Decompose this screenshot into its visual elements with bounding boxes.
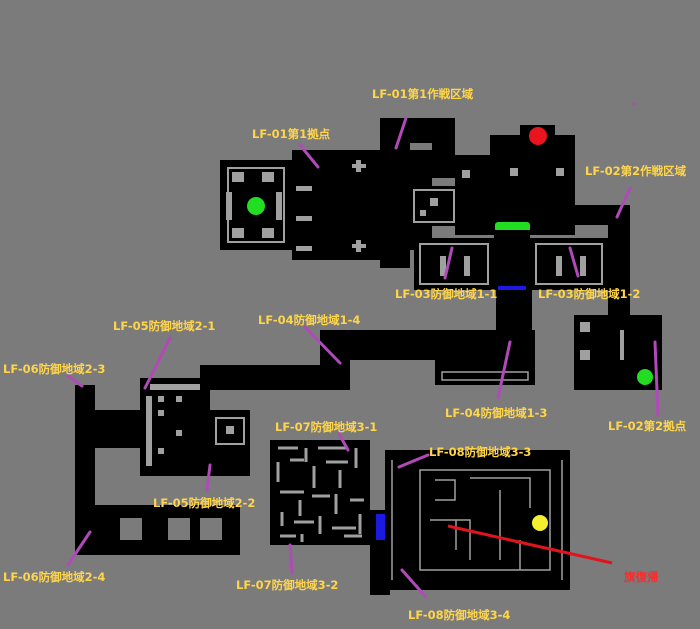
room-lf01-base (220, 160, 292, 250)
pointer-lines (66, 116, 660, 598)
label-lf01-area: LF-01第1作戦区域 (372, 87, 474, 101)
red-enemy-marker (529, 127, 547, 145)
room-lf03-2 (530, 238, 608, 290)
label-lf03-1: LF-03防御地域1-1 (395, 287, 498, 301)
gate-blue-bottom (376, 514, 386, 540)
label-lf08-4: LF-08防御地域3-4 (408, 608, 511, 622)
label-lf02-base: LF-02第2拠点 (608, 419, 687, 433)
label-lf05-2: LF-05防御地域2-2 (153, 496, 256, 510)
label-lf04-4: LF-04防御地域1-4 (258, 313, 361, 327)
label-lf07-2: LF-07防御地域3-2 (236, 578, 339, 592)
label-lf06-4: LF-06防御地域2-4 (3, 570, 106, 584)
label-lf08-3: LF-08防御地域3-3 (429, 445, 532, 459)
green-base-marker-2 (637, 369, 653, 385)
green-base-marker-1 (247, 197, 265, 215)
label-lf03-2: LF-03防御地域1-2 (538, 287, 641, 301)
label-lf07-1: LF-07防御地域3-1 (275, 420, 378, 434)
room-lf03-1 (414, 238, 494, 290)
flag-pointer-line (447, 524, 613, 565)
area-lf01-hall (292, 150, 382, 260)
label-lf02-area: LF-02第2作戦区域 (585, 164, 687, 178)
label-lf05-1: LF-05防御地域2-1 (113, 319, 216, 333)
corridor-lf04-4 (200, 365, 350, 390)
label-lf06-3: LF-06防御地域2-3 (3, 362, 106, 376)
label-flag-return: 旗復帰 (624, 570, 659, 584)
yellow-flag-marker (532, 515, 548, 531)
area-lf04-3 (435, 330, 535, 385)
green-gate-marker (495, 222, 530, 232)
label-lf01-base: LF-01第1拠点 (252, 127, 331, 141)
label-lf04-3: LF-04防御地域1-3 (445, 406, 548, 420)
